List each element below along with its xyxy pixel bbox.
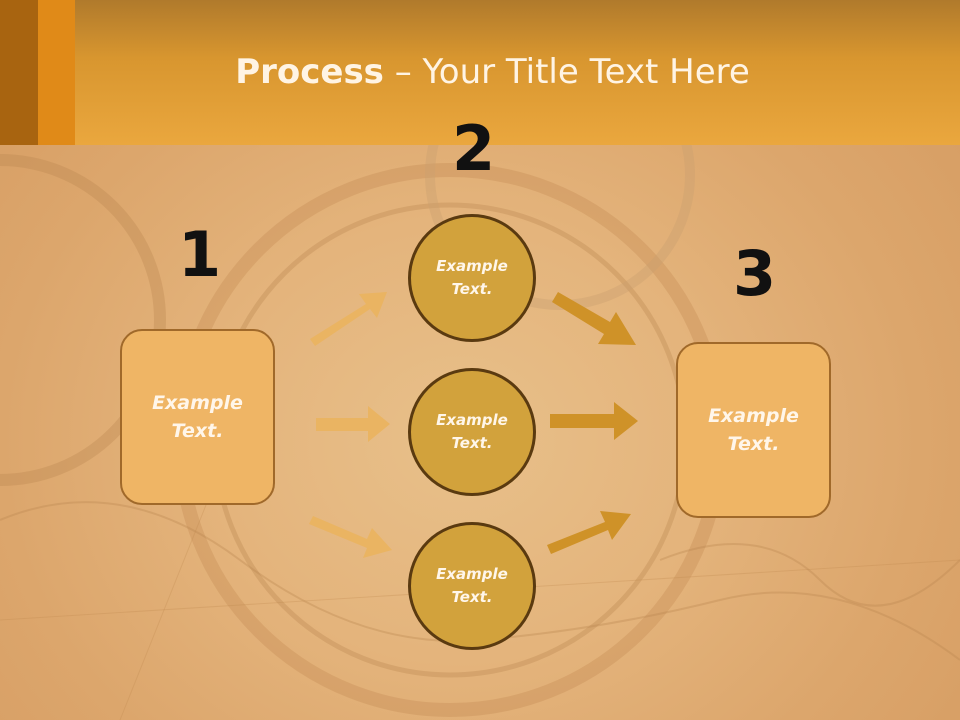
step-number-3: 3 — [733, 237, 777, 310]
banner-accent-light — [38, 0, 75, 145]
step-3-label: Example Text. — [708, 404, 799, 456]
title-banner: Process – Your Title Text Here — [0, 0, 960, 145]
middle-node-center: Example Text. — [408, 368, 536, 496]
slide-title: Process – Your Title Text Here — [0, 52, 960, 92]
banner-accent-dark — [0, 0, 38, 145]
middle-node-center-label: Example Text. — [436, 410, 508, 452]
arrow-left-to-top — [310, 292, 387, 346]
arrow-left-to-bottom — [309, 516, 392, 558]
middle-node-top-label: Example Text. — [436, 256, 508, 298]
step-number-1: 1 — [178, 218, 222, 291]
step-1-label: Example Text. — [152, 391, 243, 443]
step-1-box: Example Text. — [120, 329, 275, 505]
title-bold: Process — [235, 52, 384, 92]
arrow-left-to-middle — [316, 406, 390, 442]
arrow-middle-to-right — [550, 402, 638, 440]
middle-node-bottom-label: Example Text. — [436, 564, 508, 606]
middle-node-bottom: Example Text. — [408, 522, 536, 650]
title-rest: – Your Title Text Here — [383, 52, 750, 92]
arrow-bottom-to-right — [547, 511, 631, 554]
arrow-top-to-right — [552, 292, 636, 345]
step-3-box: Example Text. — [676, 342, 831, 518]
middle-node-top: Example Text. — [408, 214, 536, 342]
step-number-2: 2 — [452, 112, 496, 185]
